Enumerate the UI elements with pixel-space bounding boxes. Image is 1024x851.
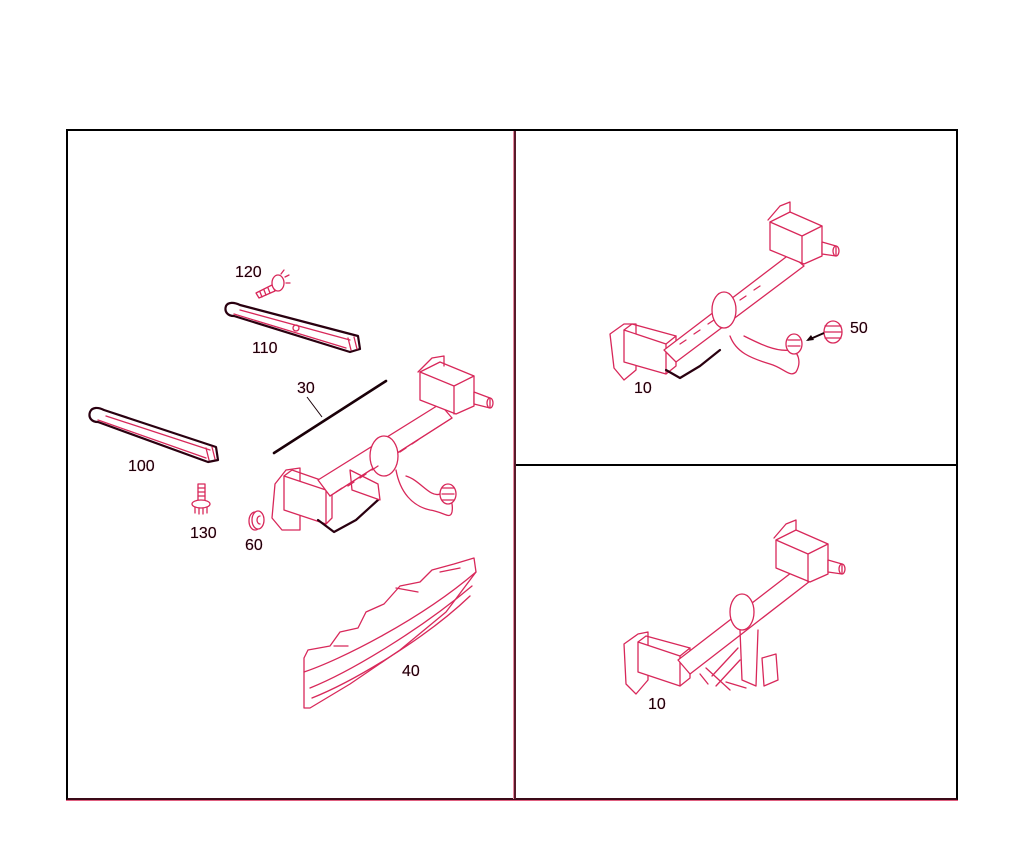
callout-10-top: 10 bbox=[634, 380, 652, 397]
callout-30: 30 bbox=[297, 380, 315, 397]
callout-10-bottom: 10 bbox=[648, 696, 666, 713]
callout-100: 100 bbox=[128, 458, 155, 475]
callout-50: 50 bbox=[850, 320, 868, 337]
panel-divider-vertical bbox=[514, 131, 516, 799]
callout-40: 40 bbox=[402, 663, 420, 680]
callout-120: 120 bbox=[235, 264, 262, 281]
callout-60: 60 bbox=[245, 537, 263, 554]
callout-110: 110 bbox=[252, 340, 278, 357]
diagram-frame bbox=[66, 129, 958, 800]
callout-130: 130 bbox=[190, 525, 217, 542]
panel-divider-horizontal bbox=[516, 464, 957, 466]
